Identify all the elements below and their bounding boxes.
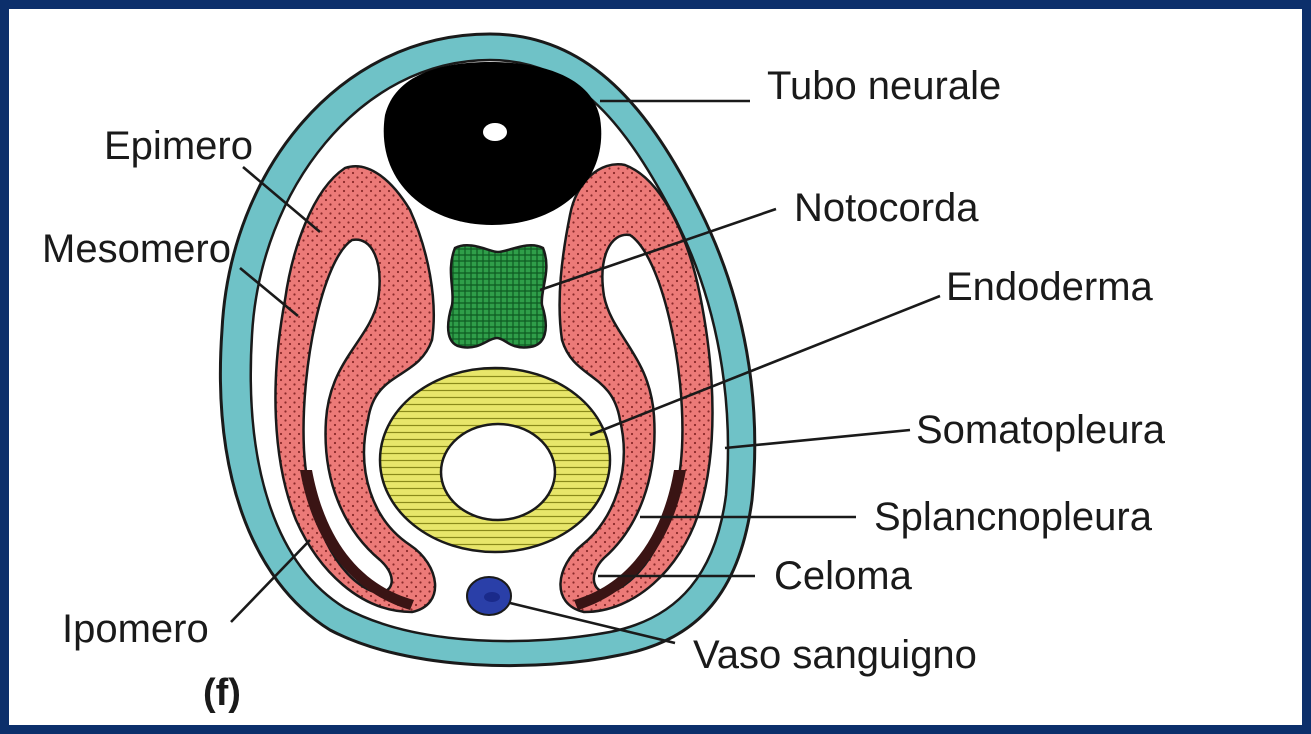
gut-lumen	[441, 424, 555, 520]
neural-canal	[483, 123, 507, 141]
label-splancnopleura: Splancnopleura	[874, 495, 1153, 539]
label-mesomero: Mesomero	[42, 227, 231, 271]
figure-label: (f)	[203, 672, 241, 714]
label-tubo-neurale: Tubo neurale	[767, 64, 1001, 108]
label-vaso-sanguigno: Vaso sanguigno	[693, 633, 977, 677]
blood-vessel-lumen	[484, 592, 500, 602]
label-ipomero: Ipomero	[62, 607, 209, 651]
notochord	[448, 245, 546, 347]
label-endoderma: Endoderma	[946, 265, 1154, 309]
label-notocorda: Notocorda	[794, 186, 979, 230]
label-celoma: Celoma	[774, 554, 913, 598]
label-epimero: Epimero	[104, 124, 253, 168]
label-somatopleura: Somatopleura	[916, 408, 1166, 452]
